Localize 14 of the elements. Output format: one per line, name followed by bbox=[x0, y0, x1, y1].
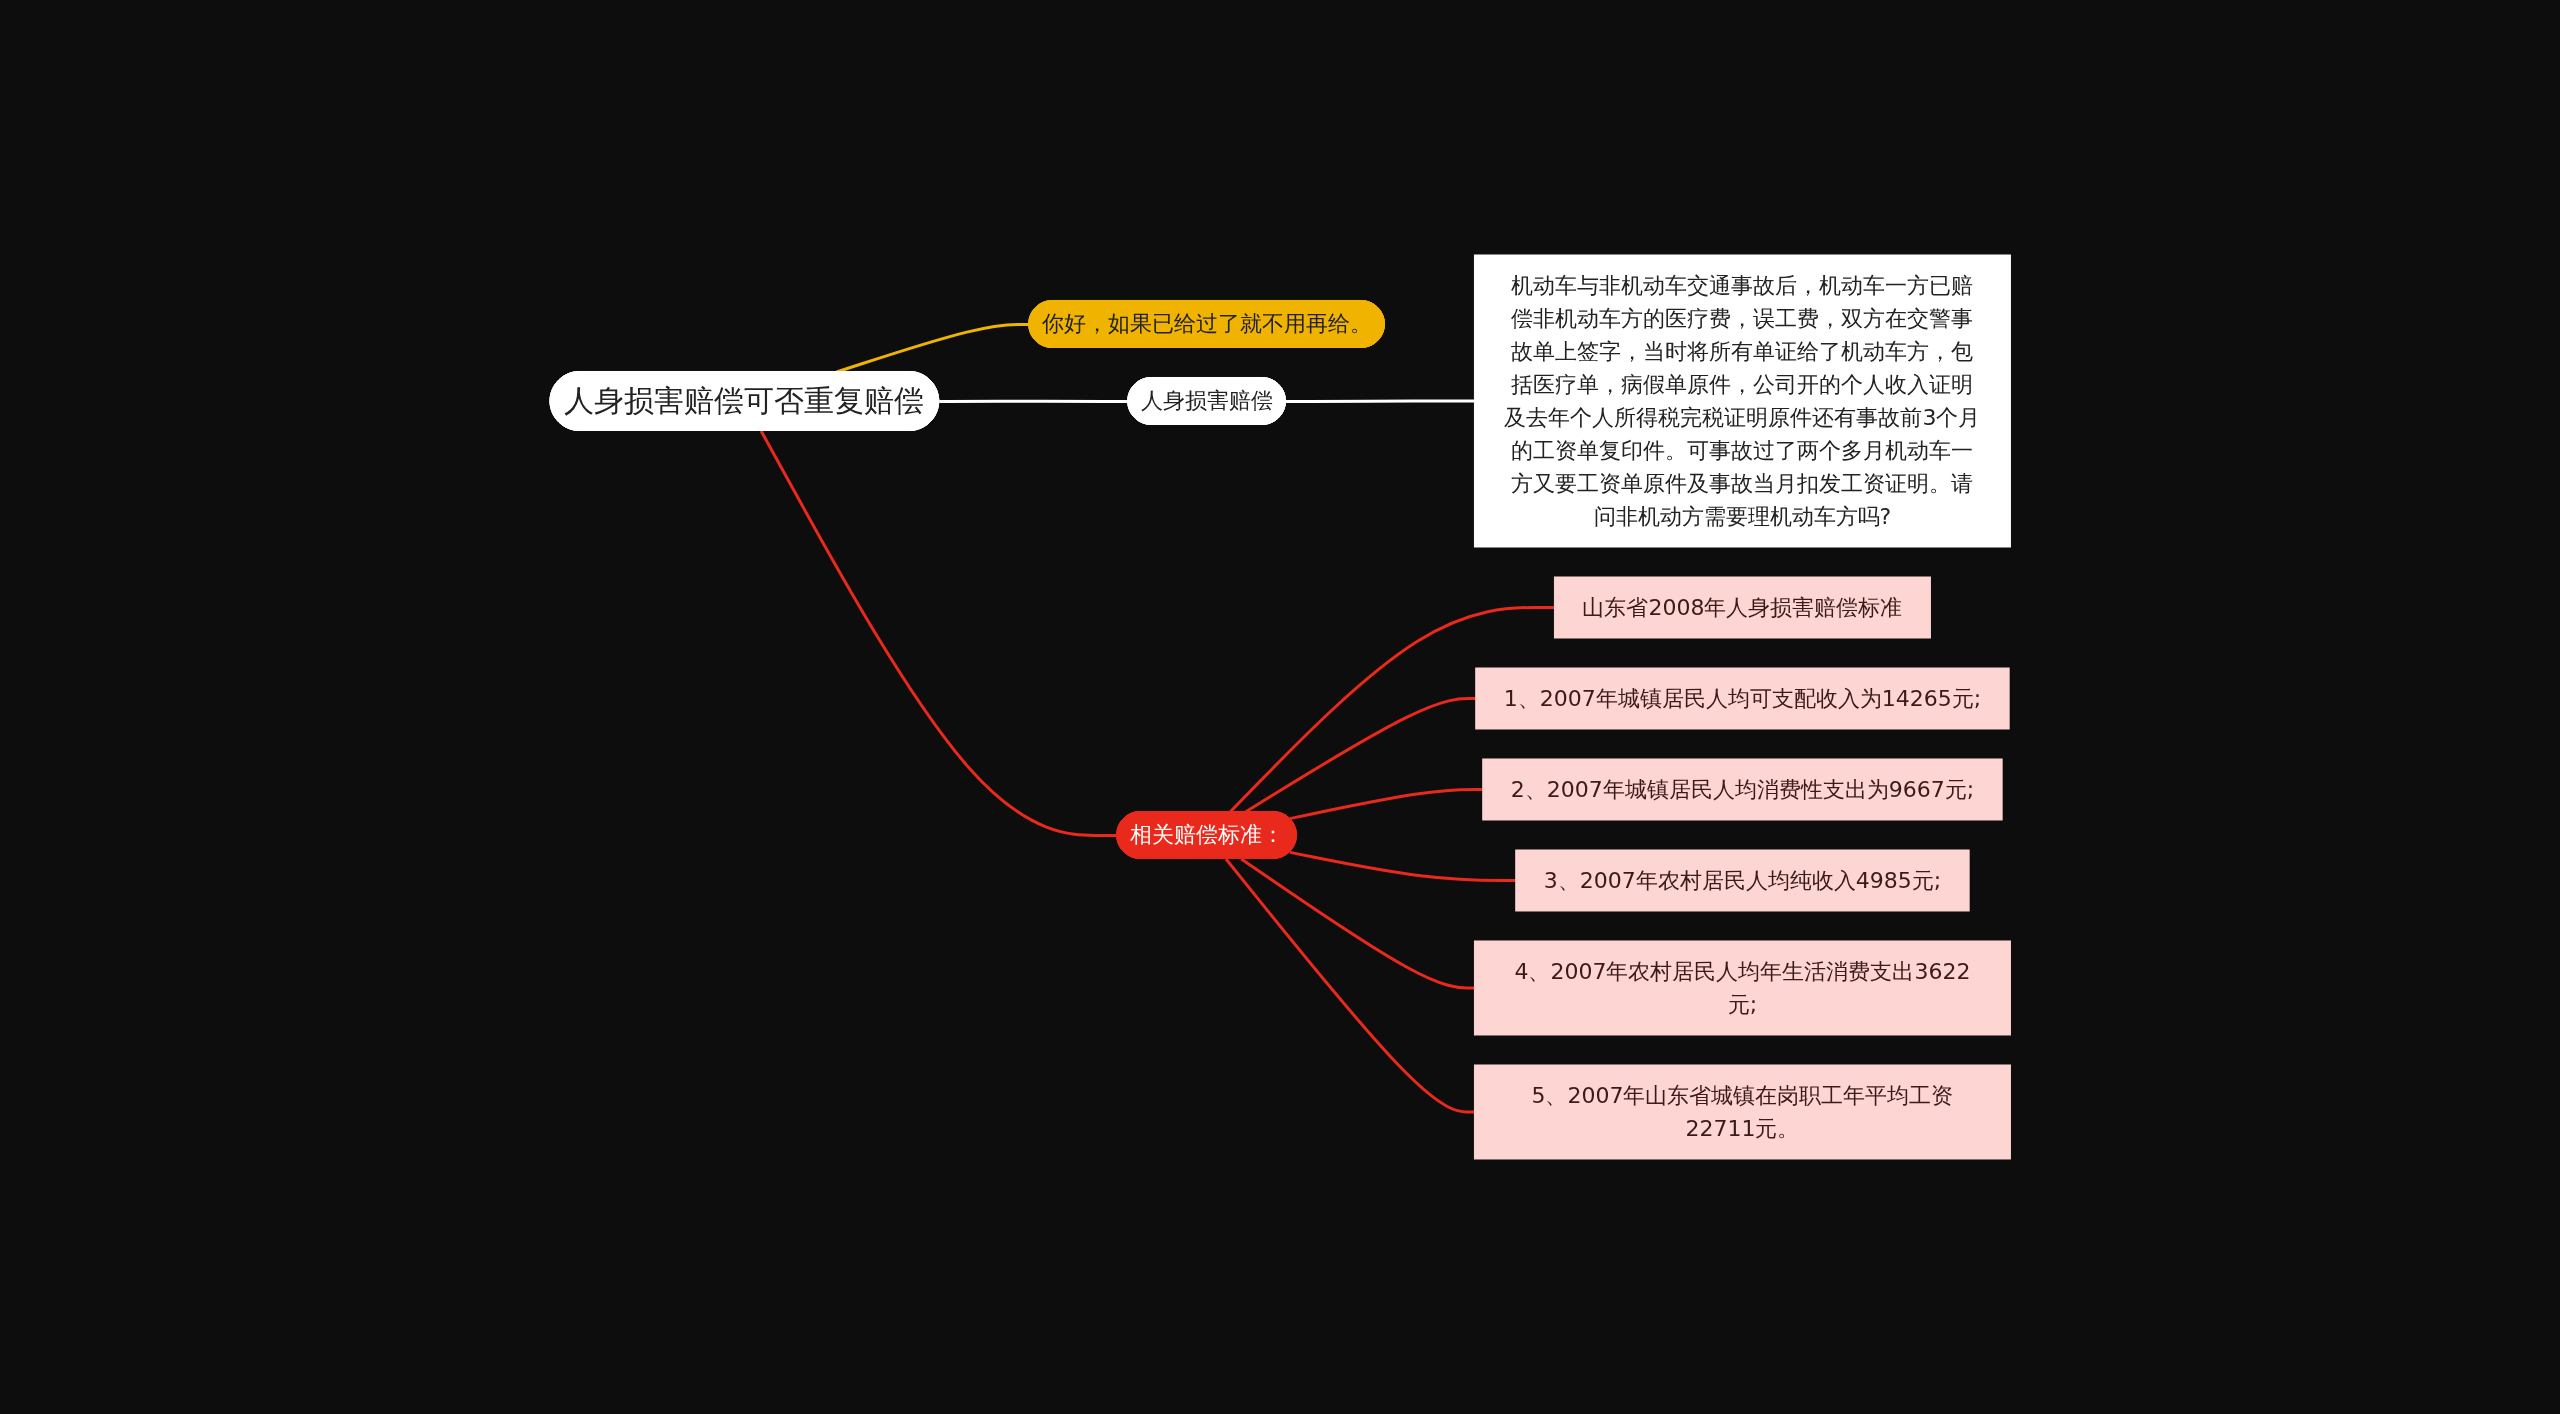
node-box: 山东省2008年人身损害赔偿标准 bbox=[1553, 576, 1931, 639]
connector bbox=[1289, 788, 1483, 821]
connector bbox=[1224, 858, 1475, 1114]
connector bbox=[1240, 857, 1475, 990]
node-box: 1、2007年城镇居民人均可支配收入为14265元; bbox=[1475, 667, 2010, 730]
connector bbox=[1289, 850, 1516, 882]
node-box: 3、2007年农村居民人均纯收入4985元; bbox=[1515, 849, 1970, 912]
node-box: 机动车与非机动车交通事故后，机动车一方已赔偿非机动车方的医疗费，误工费，双方在交警事故单上签字，当时将所有单证给了机动车方，包括医疗单，病假单原件，公司开的个人收入证明及去年个人所得税完税证明原件还有事故前3个月的工资单复印件。可事故过了两个多月机动车一方又要工资单原件及事故当月扣发工资证明。请问非机动方需要理机动车方吗? bbox=[1473, 254, 2011, 548]
node-box: 2、2007年城镇居民人均消费性支出为9667元; bbox=[1482, 758, 2003, 821]
node-box: 4、2007年农村居民人均年生活消费支出3622元; bbox=[1473, 940, 2011, 1036]
connector bbox=[1285, 399, 1475, 403]
connector bbox=[759, 430, 1117, 837]
node-box: 5、2007年山东省城镇在岗职工年平均工资22711元。 bbox=[1473, 1064, 2011, 1160]
connector bbox=[939, 399, 1128, 403]
